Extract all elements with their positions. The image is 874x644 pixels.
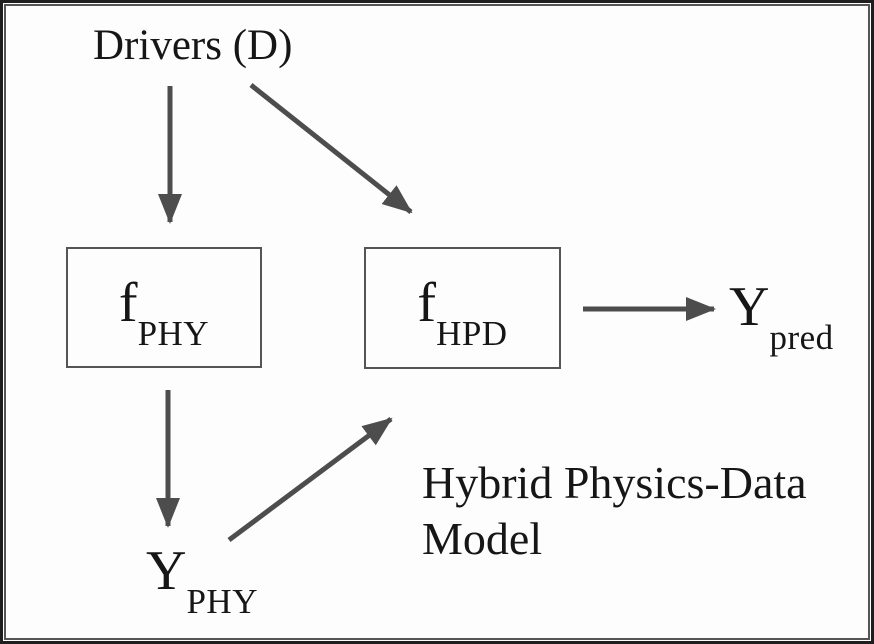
fhpd-main-symbol: f [417,272,437,334]
drivers-node-label: Drivers (D) [93,22,293,69]
caption: Hybrid Physics-Data Model [422,455,807,567]
ypred-main-symbol: Y [729,276,770,338]
arrow-yphy-to-fhpd [227,416,393,543]
fphy-main-symbol: f [118,271,138,334]
fhpd-node-box: fHPD [364,247,561,369]
fphy-node-label: fPHY [118,271,209,351]
ypred-subscript: pred [769,318,834,357]
fphy-subscript: PHY [137,313,210,353]
yphy-subscript: PHY [186,582,258,621]
yphy-node-label: YPHY [146,540,258,619]
caption-line2: Model [422,513,543,565]
ypred-node-label: Ypred [729,276,834,355]
yphy-main-symbol: Y [146,540,187,602]
fhpd-node-label: fHPD [417,272,507,351]
fphy-node-box: fPHY [66,247,262,368]
caption-line1: Hybrid Physics-Data [422,457,807,508]
arrow-drivers-to-fhpd [249,83,413,214]
fhpd-subscript: HPD [436,314,508,353]
